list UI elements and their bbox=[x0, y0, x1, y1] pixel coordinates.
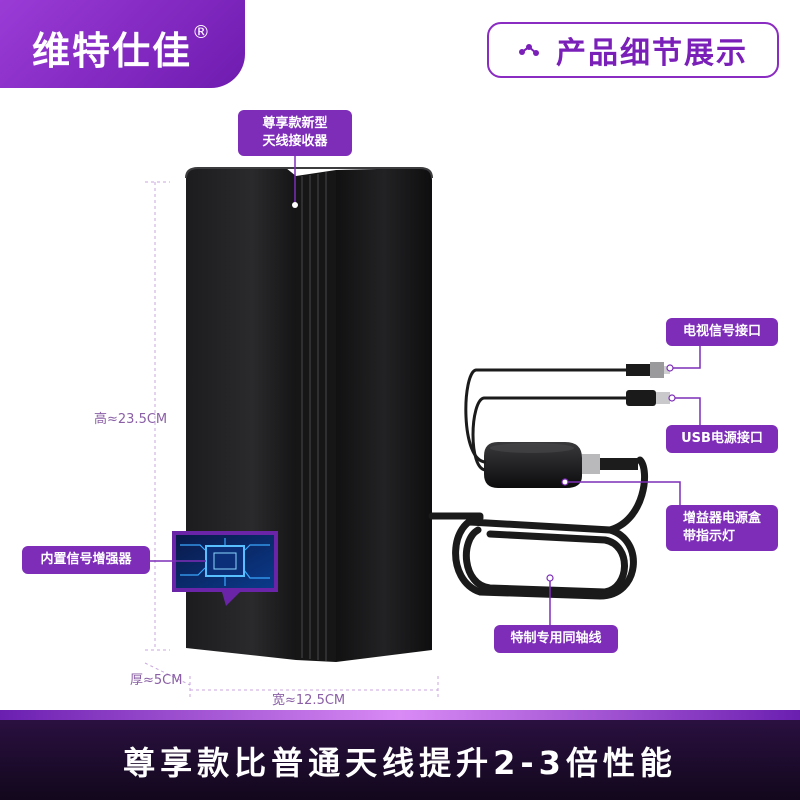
brand-banner: 维特仕佳® bbox=[0, 0, 245, 88]
usb-connector bbox=[626, 390, 670, 406]
dimension-width: 宽≈12.5CM bbox=[272, 693, 346, 708]
footer-accent-line bbox=[0, 710, 800, 720]
callout-tv-port: 电视信号接口 bbox=[666, 318, 778, 346]
callout-amp-box-line1: 增益器电源盒 bbox=[682, 511, 761, 527]
brand-logo: 维特仕佳® bbox=[32, 20, 212, 75]
callout-receiver-line1: 尊享款新型 bbox=[262, 116, 328, 132]
receiver-dot bbox=[292, 202, 298, 208]
callout-receiver-line2: 天线接收器 bbox=[262, 134, 328, 149]
section-title: 产品细节展示 bbox=[556, 36, 748, 71]
share-icon bbox=[518, 41, 540, 59]
callout-amp-box-line2: 带指示灯 bbox=[682, 529, 735, 544]
callout-coax: 特制专用同轴线 bbox=[494, 625, 618, 653]
callout-amp-box: 增益器电源盒 带指示灯 bbox=[666, 505, 778, 551]
callout-receiver: 尊享款新型 天线接收器 bbox=[238, 110, 352, 156]
callout-booster: 内置信号增强器 bbox=[22, 546, 150, 574]
dimension-thickness: 厚≈5CM bbox=[130, 673, 183, 688]
amplifier-box bbox=[484, 442, 638, 488]
registered-mark: ® bbox=[192, 22, 213, 43]
dimension-guides bbox=[144, 181, 439, 700]
callout-usb-port: USB电源接口 bbox=[666, 425, 778, 453]
callout-pointers bbox=[549, 345, 701, 625]
booster-chip-graphic bbox=[172, 531, 278, 606]
thin-cables bbox=[464, 368, 630, 472]
footer-bar bbox=[0, 720, 800, 800]
tv-connector bbox=[626, 362, 670, 378]
footer-slogan: 尊享款比普通天线提升2-3倍性能 bbox=[123, 744, 677, 782]
dimension-height: 高≈23.5CM bbox=[94, 412, 168, 427]
coax-cable-coil bbox=[428, 456, 649, 600]
brand-name: 维特仕佳 bbox=[32, 29, 193, 73]
section-title-pill: 产品细节展示 bbox=[487, 22, 779, 78]
